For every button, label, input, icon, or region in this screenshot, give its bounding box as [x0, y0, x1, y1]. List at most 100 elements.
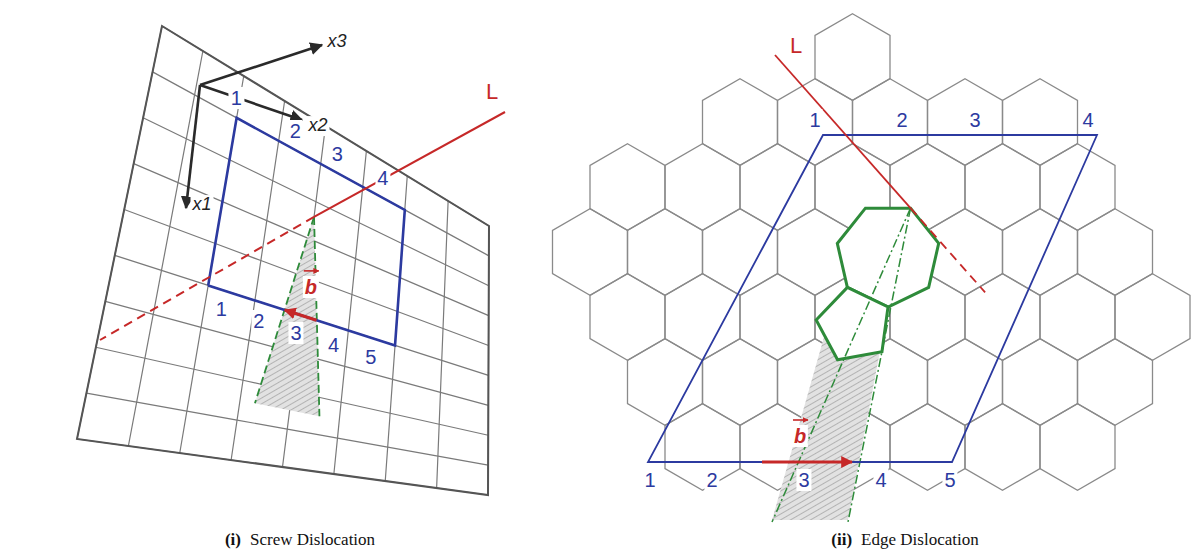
hexagon-cell — [703, 209, 778, 296]
vector-arrow-mark — [793, 419, 808, 421]
label-anchor: 4 — [1080, 109, 1095, 131]
hexagon-cell — [703, 339, 778, 426]
label-anchor: 1 — [229, 87, 244, 109]
label-anchor: 1 — [214, 298, 229, 320]
lattice-line — [437, 201, 449, 488]
label-anchor: 1 — [807, 109, 822, 131]
label-anchor: (i) — [223, 531, 243, 550]
circuit-number: 4 — [375, 167, 390, 189]
circuit-number: 1 — [807, 109, 822, 131]
circuit-number: 2 — [894, 109, 909, 131]
dislocation-line — [314, 112, 505, 217]
label-anchor: 4 — [873, 469, 888, 491]
hexagon-cell — [778, 79, 853, 166]
hexagon-cell — [1040, 144, 1115, 231]
label-anchor: Edge Dislocation — [859, 531, 981, 550]
label-anchor: 3 — [289, 322, 304, 344]
circuit-number: 3 — [289, 322, 304, 344]
label-anchor: x3 — [325, 32, 348, 52]
label-anchor: 2 — [251, 310, 266, 332]
dislocation-line — [775, 55, 911, 208]
hexagon-cell — [1040, 404, 1115, 491]
circuit-number: 4 — [326, 334, 341, 356]
caption-tag: (i) — [223, 531, 243, 550]
axis-label: x2 — [306, 116, 329, 136]
hexagon-cell — [665, 274, 740, 361]
hexagon-cell — [553, 209, 628, 296]
axis-arrow — [186, 85, 200, 208]
hexagon-cell — [1003, 209, 1078, 296]
screw-dislocation-figure — [77, 26, 505, 495]
hexagon-cell — [1078, 209, 1153, 296]
pentagon-defect — [816, 287, 888, 359]
circuit-number: 2 — [251, 310, 266, 332]
circuit-number: 3 — [796, 469, 811, 491]
label-anchor: 2 — [704, 469, 719, 491]
lattice-line — [128, 51, 203, 446]
hexagon-cell — [928, 339, 1003, 426]
hexagon-cell — [965, 144, 1040, 231]
axis-label: x1 — [190, 195, 213, 215]
circuit-number: 2 — [288, 120, 303, 142]
label-anchor: 5 — [942, 469, 957, 491]
circuit-number: 1 — [229, 87, 244, 109]
hexagon-cell — [665, 404, 740, 491]
label-anchor: b — [303, 276, 319, 298]
lattice-line — [334, 151, 367, 474]
dislocation-line-hidden — [911, 208, 986, 292]
label-anchor: Screw Dislocation — [248, 531, 377, 550]
axis-label: x3 — [325, 32, 348, 52]
label-anchor: 4 — [326, 334, 341, 356]
caption-text: Edge Dislocation — [859, 531, 981, 550]
circuit-number: 1 — [642, 469, 657, 491]
hexagon-cell — [665, 144, 740, 231]
axis-arrow — [200, 85, 302, 120]
circuit-number: 5 — [942, 469, 957, 491]
burgers-vector-arrow — [762, 461, 852, 464]
label-anchor: L — [788, 34, 804, 58]
hexagon-cell — [1078, 339, 1153, 426]
edge-dislocation-figure — [553, 14, 1191, 522]
label-anchor: (ii) — [829, 531, 854, 550]
hexagon-cell — [740, 274, 815, 361]
circuit-number: 4 — [1080, 109, 1095, 131]
hexagon-cell — [928, 79, 1003, 166]
hexagon-cell — [890, 404, 965, 491]
circuit-number: 3 — [967, 109, 982, 131]
circuit-number: 5 — [363, 346, 378, 368]
burgers-circuit — [648, 135, 1097, 462]
caption-text: Screw Dislocation — [248, 531, 377, 550]
hexagon-cell — [1003, 339, 1078, 426]
label-anchor: x2 — [306, 116, 329, 136]
hexagon-cell — [853, 79, 928, 166]
hexagon-cell — [1115, 274, 1190, 361]
axis-arrow — [200, 45, 322, 85]
circuit-number: 2 — [704, 469, 719, 491]
hexagon-cell — [590, 274, 665, 361]
vector-arrow-mark — [304, 270, 319, 272]
hexagon-cell — [965, 404, 1040, 491]
hexagon-cell — [740, 144, 815, 231]
cut-line — [772, 208, 911, 522]
hexagon-cell — [815, 14, 890, 101]
label-anchor: 3 — [796, 469, 811, 491]
hexagon-cell — [703, 79, 778, 166]
hexagon-cell — [1040, 274, 1115, 361]
label-anchor: 3 — [967, 109, 982, 131]
circuit-number: 3 — [330, 143, 345, 165]
label-anchor: 1 — [642, 469, 657, 491]
circuit-number: 4 — [873, 469, 888, 491]
label-anchor: x1 — [190, 195, 213, 215]
dislocation-line-label: L — [484, 80, 500, 104]
cut-line — [314, 217, 319, 416]
hexagon-cell — [628, 209, 703, 296]
dislocation-line-label: L — [788, 34, 804, 58]
circuit-number: 1 — [214, 298, 229, 320]
label-anchor: 2 — [288, 120, 303, 142]
cut-line — [848, 208, 911, 522]
label-anchor: 5 — [363, 346, 378, 368]
label-anchor: 4 — [375, 167, 390, 189]
label-anchor: 3 — [330, 143, 345, 165]
